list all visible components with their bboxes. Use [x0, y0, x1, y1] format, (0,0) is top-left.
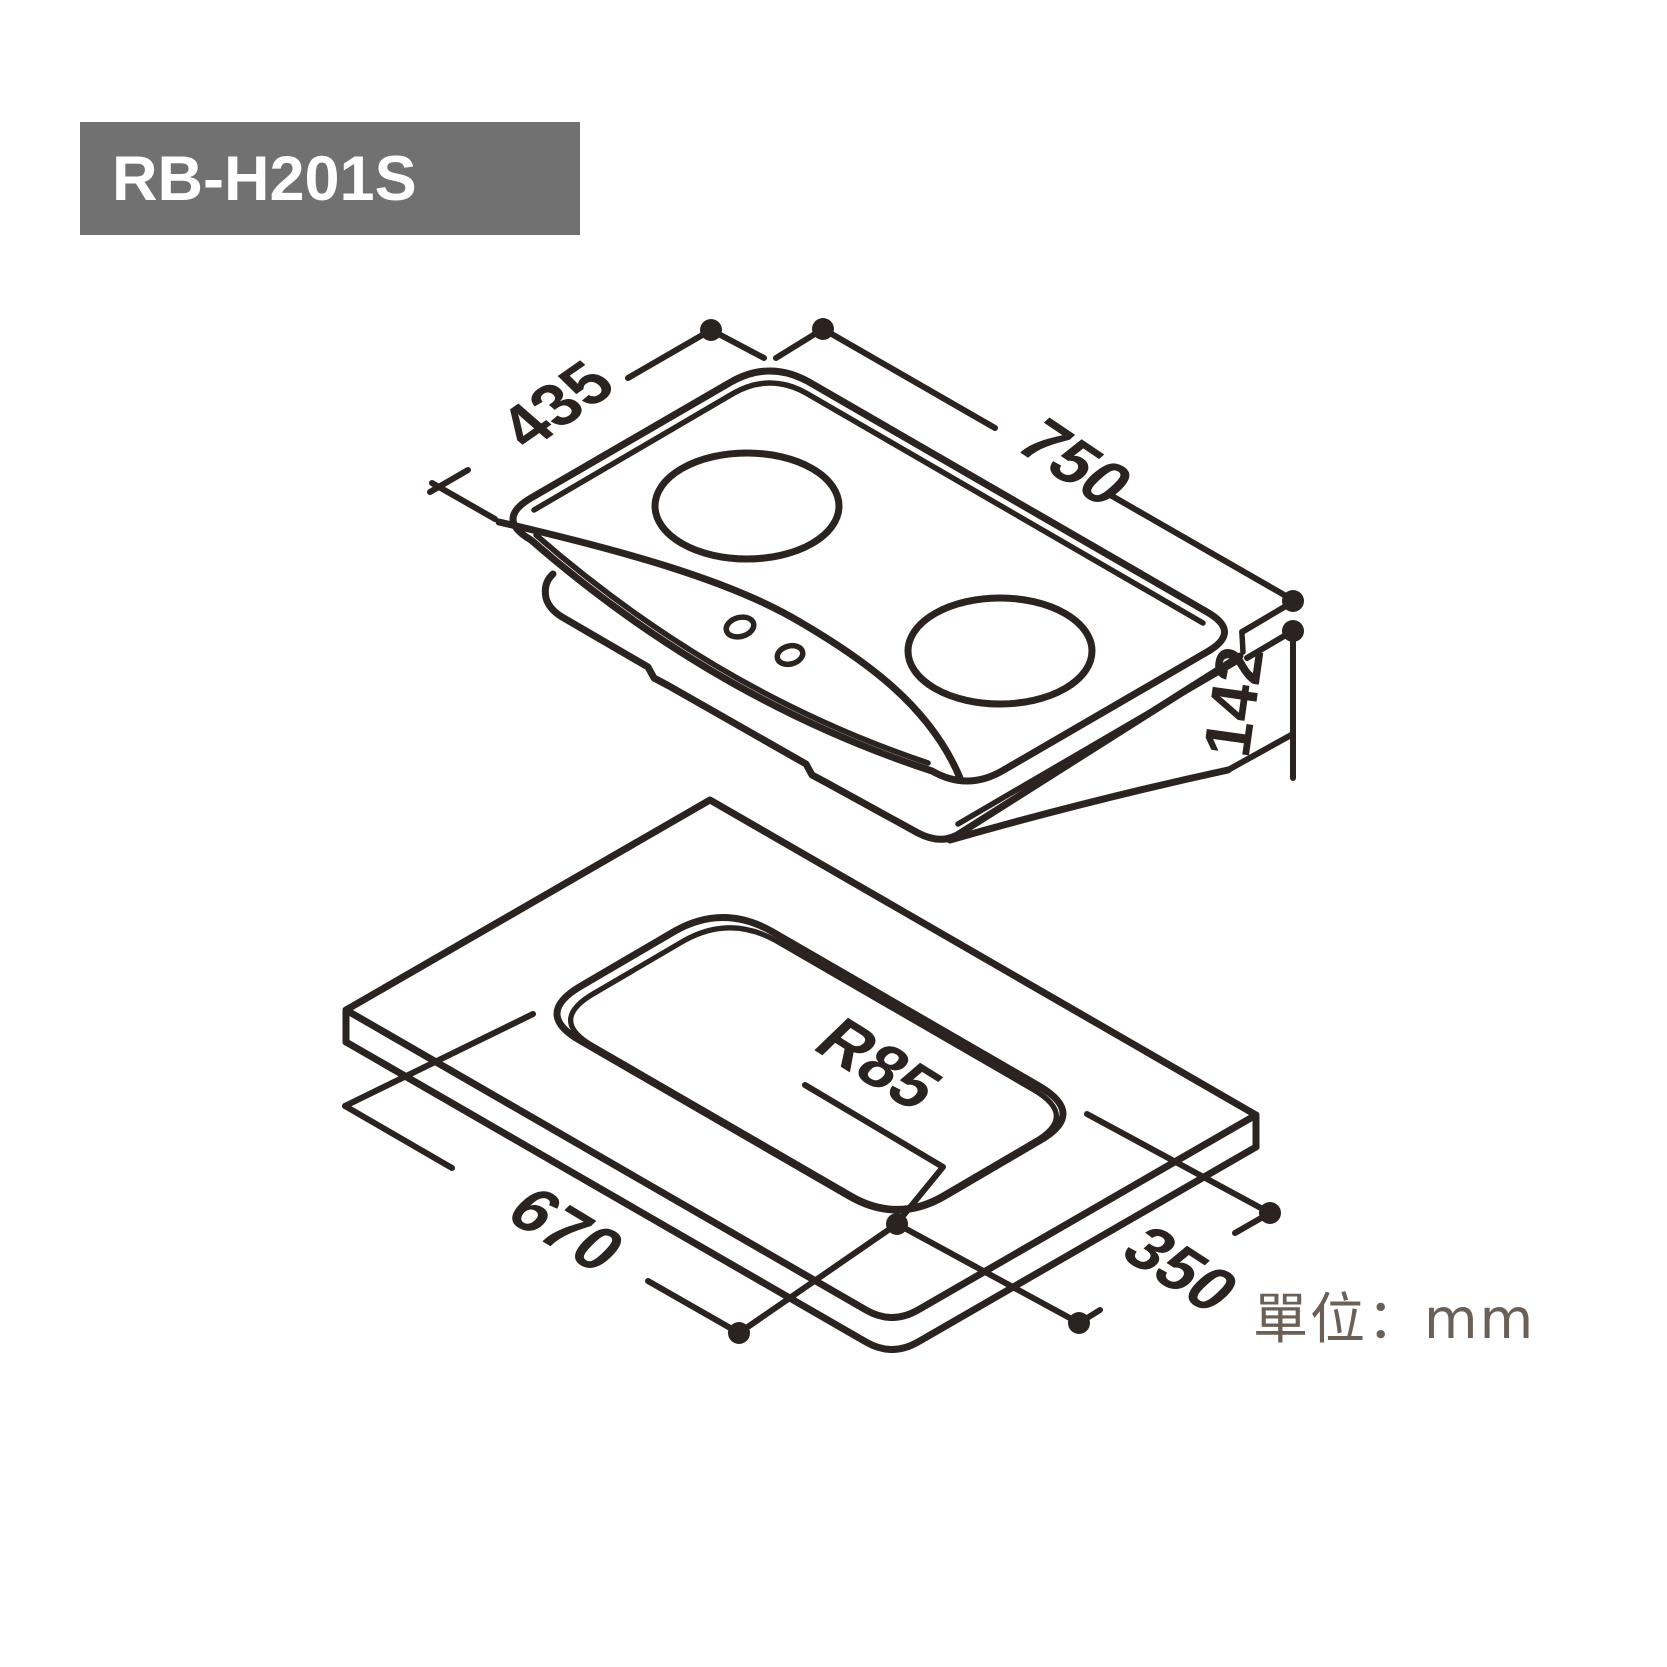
ignition-button-left [723, 614, 757, 640]
ignition-button-right [774, 642, 806, 668]
dimension-endpoint-dot [1259, 1202, 1281, 1224]
dimension-line [645, 1278, 742, 1336]
dimension-line [625, 327, 714, 381]
countertop-bottom-edge [342, 1038, 1260, 1353]
countertop-top-outline [342, 796, 1260, 1321]
unit-note-label: 單位：mm [1253, 1287, 1535, 1351]
cooktop-glass-outline [509, 367, 1228, 785]
model-title-label: RB-H201S [112, 144, 417, 214]
cooktop-dimensions: 435 750 142 [427, 318, 1304, 781]
dimension-endpoint-dot [700, 319, 722, 341]
cooktop-body-bottom-edge [946, 766, 1232, 844]
dimension-line [1109, 493, 1296, 603]
burner-left [651, 449, 843, 563]
dimension-cutout-width-350: 350 [894, 1111, 1281, 1334]
extension-line [736, 1221, 900, 1336]
dimension-endpoint-dot [812, 318, 834, 340]
dimension-line [820, 326, 998, 431]
cooktop-front-panel-curve [495, 518, 964, 782]
burner-right [904, 594, 1096, 708]
cooktop-front-edge-inner-line [533, 532, 931, 766]
dimension-height-label: 142 [1189, 642, 1278, 761]
extension-line [429, 480, 498, 522]
dimension-depth-label: 435 [483, 348, 631, 461]
cooktop-glass-inner-edge [531, 380, 1206, 626]
dimension-line [427, 467, 471, 495]
cooktop-underside-edge-inner [955, 659, 1239, 827]
dimension-height-142: 142 [1189, 620, 1304, 781]
dimension-cutout-width-label: 350 [1107, 1213, 1255, 1325]
countertop-cutout-view [342, 796, 1260, 1353]
radius-leader-dot [886, 1213, 908, 1235]
dimension-depth-435: 435 [427, 319, 767, 522]
model-title-block: RB-H201S [80, 122, 580, 235]
extension-line [1225, 731, 1296, 773]
dimension-endpoint-dot [1068, 1312, 1090, 1334]
extension-line [342, 1011, 536, 1109]
extension-line [1084, 1111, 1273, 1216]
extension-line [1239, 600, 1294, 635]
cooktop-isometric-view [495, 367, 1246, 844]
dimension-cutout-length-label: 670 [492, 1175, 640, 1286]
model-title-background [80, 122, 580, 235]
dimension-endpoint-dot [1282, 620, 1304, 642]
dimension-endpoint-dot [728, 1322, 750, 1344]
extension-line [894, 1221, 1082, 1326]
dimension-width-750: 750 [773, 318, 1304, 635]
dimension-endpoint-dot [1282, 590, 1304, 612]
cooktop-right-corner-tick [1239, 631, 1246, 655]
cooktop-body-outline [541, 570, 966, 843]
dimension-line [342, 1103, 455, 1171]
cutout-opening-inner-outline [568, 925, 1059, 1212]
radius-leader-line [802, 1082, 946, 1225]
